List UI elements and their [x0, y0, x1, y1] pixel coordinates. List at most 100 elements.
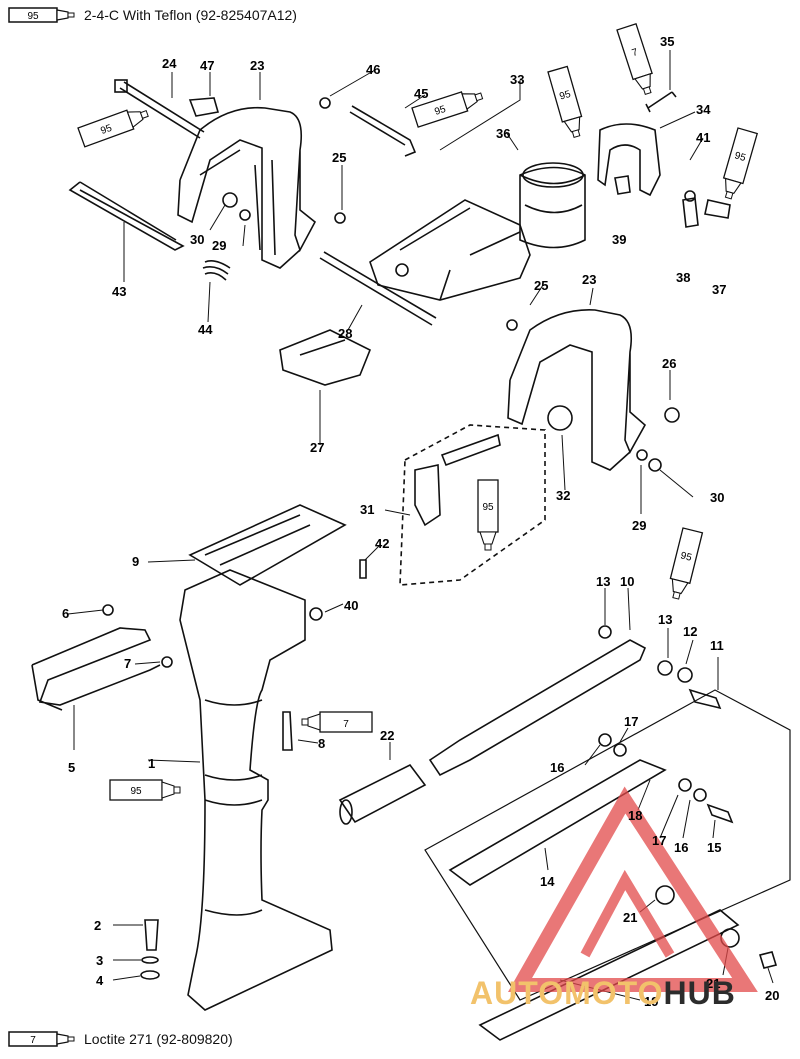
- callout-14: 14: [540, 874, 555, 889]
- callout-16: 16: [550, 760, 564, 775]
- grease-tube-icon: 95: [77, 103, 152, 148]
- svg-text:95: 95: [558, 89, 572, 103]
- callout-39: 39: [612, 232, 626, 247]
- callout-46: 46: [366, 62, 380, 77]
- callout-22: 22: [380, 728, 394, 743]
- watermark-part1: AUTOMOTO: [470, 975, 664, 1011]
- callout-10: 10: [620, 574, 634, 589]
- callout-25b: 25: [534, 278, 548, 293]
- grease-tubes: 95 95 95 95 95 95 95 7 7: [77, 23, 758, 801]
- callout-30b: 30: [710, 490, 724, 505]
- drive-shaft-housing: [179, 569, 333, 1011]
- loctite-tube-icon: 7: [616, 23, 659, 98]
- callout-8: 8: [318, 736, 325, 751]
- callout-16b: 16: [674, 840, 688, 855]
- svg-text:95: 95: [433, 104, 447, 118]
- grease-tube-icon: 95: [718, 127, 758, 202]
- watermark-logo: [507, 786, 758, 992]
- tilt-rod: [68, 181, 185, 251]
- loctite-tube-label: 7: [343, 719, 349, 730]
- callout-21b: 21: [706, 976, 720, 991]
- callout-18: 18: [628, 808, 642, 823]
- callout-13b: 13: [658, 612, 672, 627]
- callout-43: 43: [112, 284, 126, 299]
- callout-30: 30: [190, 232, 204, 247]
- svg-text:95: 95: [99, 123, 114, 137]
- callout-26: 26: [662, 356, 676, 371]
- callout-2: 2: [94, 918, 101, 933]
- grease-tube-icon: 95: [547, 65, 588, 140]
- callout-29b: 29: [632, 518, 646, 533]
- callout-6: 6: [62, 606, 69, 621]
- callout-29: 29: [212, 238, 226, 253]
- watermark-part2: HUB: [663, 975, 736, 1011]
- callout-35: 35: [660, 34, 674, 49]
- grease-tube-icon: 95: [665, 527, 704, 602]
- svg-text:95: 95: [733, 150, 747, 164]
- callout-21: 21: [623, 910, 637, 925]
- carry-handle: [31, 627, 161, 711]
- legend-bottom-text: Loctite 271 (92-809820): [84, 1031, 233, 1047]
- callout-33: 33: [510, 72, 524, 87]
- callout-28: 28: [338, 326, 352, 341]
- grease-tube-icon: 95: [109, 779, 181, 801]
- loctite-tube-icon: 7: [8, 1031, 75, 1047]
- clamp-bracket-left: [177, 106, 317, 269]
- legend-bottom-code: 7: [30, 1035, 36, 1046]
- callout-23b: 23: [582, 272, 596, 287]
- callout-20: 20: [765, 988, 779, 1003]
- callout-7: 7: [124, 656, 131, 671]
- callout-44: 44: [198, 322, 213, 337]
- loctite-tube-icon: [301, 711, 373, 733]
- callout-47: 47: [200, 58, 214, 73]
- swivel-bracket: [369, 199, 531, 301]
- callout-1: 1: [148, 756, 155, 771]
- callout-34: 34: [696, 102, 711, 117]
- grease-tube-icon: 95: [477, 479, 499, 551]
- tiller-arm: [428, 639, 647, 777]
- callout-36: 36: [496, 126, 510, 141]
- legend-top-text: 2-4-C With Teflon (92-825407A12): [84, 7, 297, 23]
- through-bolt: [119, 81, 205, 139]
- callout-3: 3: [96, 953, 103, 968]
- callout-9: 9: [132, 554, 139, 569]
- callout-12: 12: [683, 624, 697, 639]
- legend-top-code: 95: [27, 11, 39, 22]
- watermark-text: AUTOMOTOHUB: [470, 975, 736, 1012]
- callout-24: 24: [162, 56, 177, 71]
- twist-grip: [338, 763, 427, 824]
- callout-41: 41: [696, 130, 710, 145]
- tiller-extension: [448, 759, 667, 886]
- clamp-ring: [597, 123, 661, 197]
- callout-31: 31: [360, 502, 374, 517]
- callout-17b: 17: [652, 833, 666, 848]
- grease-tube-icon: 95: [8, 7, 75, 23]
- parts-linework: [31, 79, 791, 1041]
- tilt-plate: [279, 329, 372, 386]
- callout-11: 11: [710, 638, 724, 653]
- grease-tube-icon: 95: [411, 85, 486, 128]
- svg-text:95: 95: [130, 786, 142, 797]
- callout-37: 37: [712, 282, 726, 297]
- leader-lines: [67, 50, 774, 1001]
- callout-23: 23: [250, 58, 264, 73]
- clamp-bracket-right: [507, 309, 647, 471]
- callout-27: 27: [310, 440, 324, 455]
- callout-45: 45: [414, 86, 428, 101]
- tilt-shaft: [319, 251, 437, 326]
- callout-13: 13: [596, 574, 610, 589]
- callout-15: 15: [707, 840, 721, 855]
- callout-25: 25: [332, 150, 346, 165]
- legend-teflon: 95 2-4-C With Teflon (92-825407A12): [8, 6, 297, 24]
- tilt-spring: [202, 260, 231, 281]
- gasket: [188, 504, 347, 586]
- tilt-lever: [414, 464, 441, 527]
- callout-numbers: 1 2 3 4 5 6 7 7 8 9 10 11 12 13 13 14 15…: [62, 34, 779, 1009]
- coupling-sleeve: [519, 166, 586, 249]
- callout-4: 4: [96, 973, 104, 988]
- callout-17: 17: [624, 714, 638, 729]
- tiller-handle-19: [478, 909, 740, 1041]
- callout-42: 42: [375, 536, 389, 551]
- callout-40: 40: [344, 598, 358, 613]
